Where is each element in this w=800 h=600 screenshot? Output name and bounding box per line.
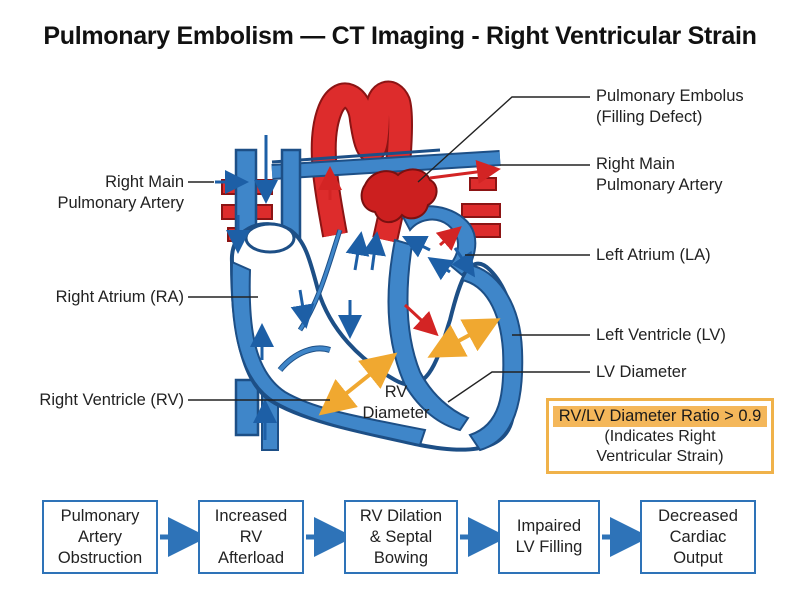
label-right-atrium: Right Atrium (RA) [55, 288, 184, 306]
label-right-main-pulmonary-artery-right: Right Main Pulmonary Artery [596, 155, 723, 194]
flow-step-rv-dilation-septal-bowing: RV Dilation & Septal Bowing [344, 500, 458, 574]
label-lv-diameter: LV Diameter [596, 363, 687, 381]
flow-step-increased-rv-afterload: Increased RV Afterload [198, 500, 304, 574]
ratio-title: RV/LV Diameter Ratio > 0.9 [552, 406, 768, 427]
page-title: Pulmonary Embolism — CT Imaging - Right … [43, 22, 757, 50]
left-ventricle-wall [460, 263, 524, 452]
pulmonary-embolus [360, 168, 438, 224]
label-pulmonary-embolus: Pulmonary Embolus (Filling Defect) [596, 87, 744, 126]
right-heart-wall [230, 260, 427, 447]
label-rv-diameter: RV Diameter [362, 383, 430, 422]
ratio-note-line1: (Indicates Right [604, 428, 716, 445]
blood-flow-arrows-red [318, 160, 501, 337]
flow-step-impaired-lv-filling: Impaired LV Filling [498, 500, 600, 574]
ratio-note-line2: Ventricular Strain) [596, 448, 724, 465]
label-right-main-pulmonary-artery-left: Right Main Pulmonary Artery [57, 173, 184, 212]
rv-diameter-arrow [318, 352, 398, 416]
rv-lv-ratio-box: RV/LV Diameter Ratio > 0.9 (Indicates Ri… [546, 398, 774, 474]
label-left-ventricle: Left Ventricle (LV) [596, 326, 726, 344]
label-left-atrium: Left Atrium (LA) [596, 246, 711, 264]
flow-step-pulmonary-artery-obstruction: Pulmonary Artery Obstruction [42, 500, 158, 574]
tricuspid-ring [244, 222, 296, 254]
label-right-ventricle: Right Ventricle (RV) [39, 391, 184, 409]
interventricular-septum [387, 238, 470, 432]
lv-diameter-arrow [427, 318, 501, 358]
pulmonary-artery [271, 148, 501, 180]
leader-lines [188, 96, 590, 403]
flow-step-decreased-cardiac-output: Decreased Cardiac Output [640, 500, 756, 574]
blood-flow-arrows-blue [215, 135, 476, 440]
